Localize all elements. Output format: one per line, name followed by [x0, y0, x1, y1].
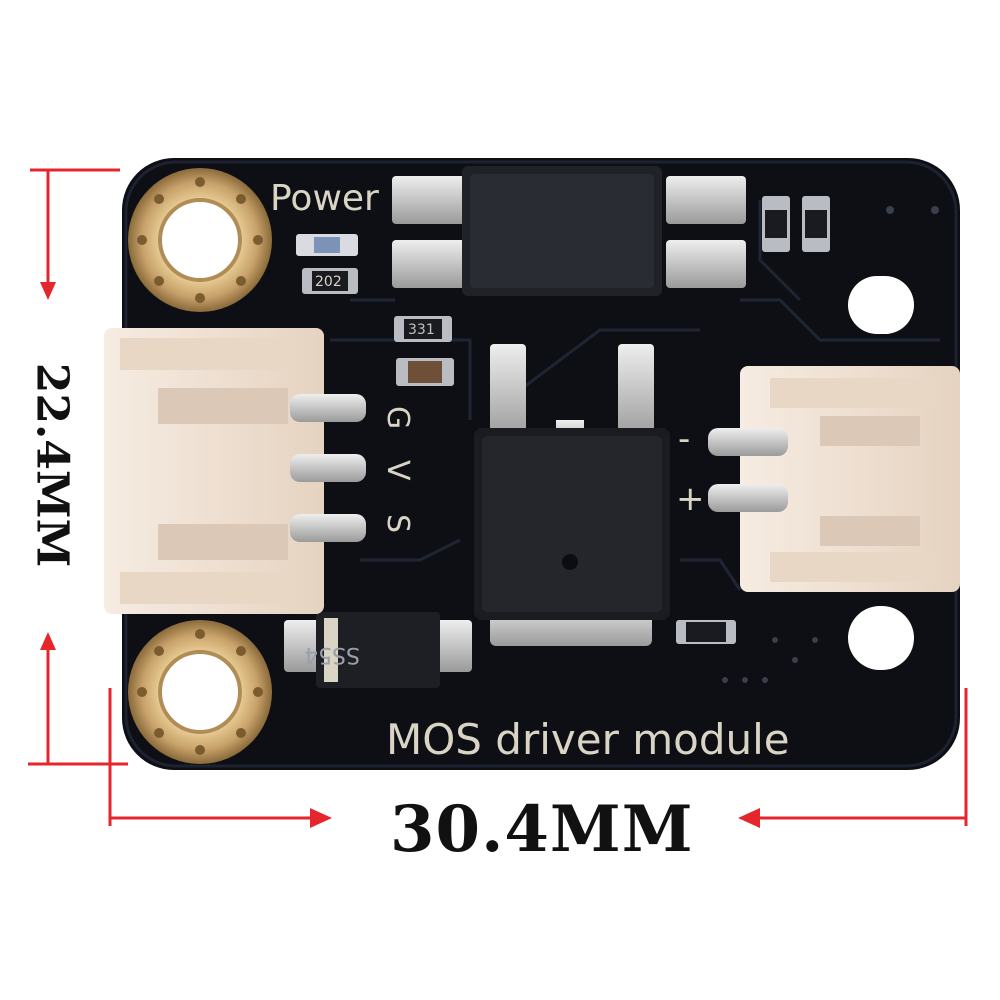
vias	[722, 206, 939, 683]
pcb-traces	[330, 200, 940, 591]
smd-bottom-right	[676, 620, 736, 644]
diode-ss54	[284, 612, 472, 688]
pin-label-minus: -	[678, 419, 690, 459]
silkscreen: Power G V S - + 202 331 SS54 MOS driver …	[270, 178, 790, 764]
height-dimension-label: 22.4MM	[26, 362, 78, 568]
diode-marking: SS54	[304, 642, 360, 667]
dimension-height-markers	[28, 168, 128, 766]
dimension-width-markers	[108, 688, 968, 828]
mounting-hole-top	[128, 168, 272, 312]
pin-label-v: V	[380, 460, 415, 481]
resistor-202	[302, 268, 358, 294]
resistor-202-label: 202	[315, 274, 342, 290]
resistor-331	[394, 316, 452, 342]
slot-hole-bottom	[848, 606, 914, 670]
pcb-board: Power G V S - + 202 331 SS54 MOS driver …	[104, 158, 960, 770]
width-dimension-label: 30.4MM	[390, 792, 694, 867]
pin-label-plus: +	[676, 479, 705, 519]
resistor-331-label: 331	[408, 322, 435, 338]
input-connector	[104, 328, 366, 614]
smd-pair-top-right	[762, 196, 830, 252]
optocoupler-chip	[392, 166, 746, 296]
board-title: MOS driver module	[386, 715, 790, 764]
capacitor-smd	[396, 358, 454, 386]
power-label: Power	[270, 178, 379, 219]
output-connector	[708, 366, 960, 592]
mounting-hole-bottom	[128, 620, 272, 764]
power-led	[296, 234, 358, 256]
pin-label-s: S	[380, 514, 415, 533]
mosfet-chip	[474, 344, 670, 646]
slot-hole-top	[848, 276, 914, 334]
pin-label-g: G	[380, 406, 415, 429]
